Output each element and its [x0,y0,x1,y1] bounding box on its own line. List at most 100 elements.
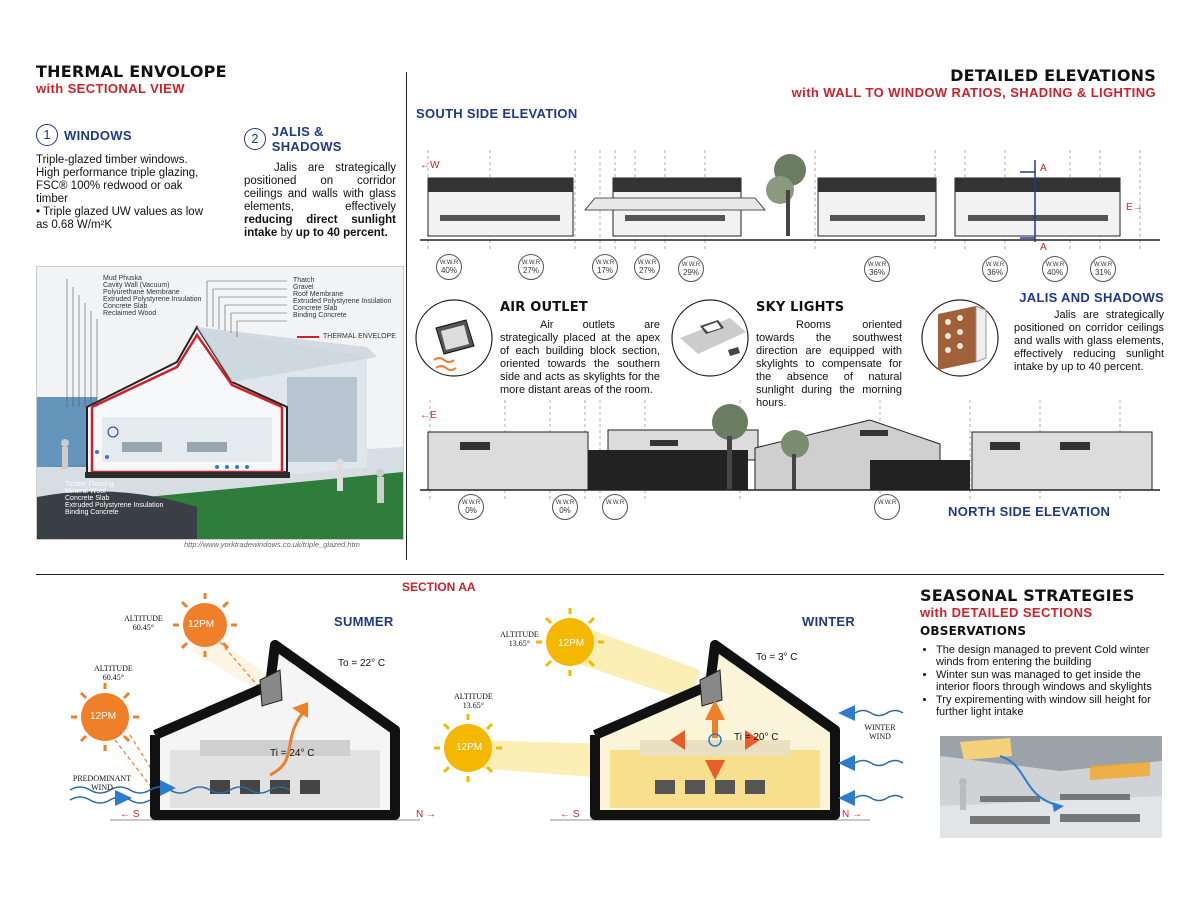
left-title: THERMAL ENVOLOPE [36,62,227,81]
windows-number: 1 [36,124,58,146]
jalis-title: JALIS & SHADOWS [271,124,342,154]
legend-top-left: Mud Phuska Cavity Wall (Vacuum) Polyuret… [103,275,202,317]
legend-bottom: Timber Flooring Mineral Wool Concrete Sl… [65,481,164,516]
winter-title: WINTER [802,614,856,629]
north-elevation-drawing [420,400,1160,500]
south-elevation-drawing [420,150,1160,250]
south-east-label: E→ [1126,202,1143,213]
observation-item: Try expirementing with window sill heigh… [936,694,1166,718]
section-aa-title: SECTION AA [402,580,476,594]
right-header: DETAILED ELEVATIONS with WALL TO WINDOW … [792,66,1156,100]
right-subtitle: with WALL TO WINDOW RATIOS, SHADING & LI… [791,85,1156,100]
summer-sun-low [71,683,139,751]
jalis-text: Jalis are strategically positioned on co… [244,162,396,239]
windows-text-1: Triple-glazed timber windows. [36,154,188,166]
section-a-top: A [1040,163,1047,174]
sky-lights-icon [671,299,749,377]
summer-sun-high-label: 12PM [188,619,215,630]
arrow-right-icon: → [852,809,863,820]
thermal-section-svg [37,267,403,539]
north-east-label: ←E [420,410,437,421]
wwr-north-4: W.W.R [874,494,900,520]
thermal-section-illustration: Mud Phuska Cavity Wall (Vacuum) Polyuret… [36,266,404,540]
summer-ti: Ti = 24° C [270,748,315,759]
jalis-shadows-title: JALIS AND SHADOWS [1019,290,1164,305]
vertical-divider [406,72,407,560]
interior-render [940,736,1162,838]
winter-sun-high-label: 12PM [558,638,585,649]
arrow-left-icon: ← [120,809,130,820]
winter-ti: Ti = 20° C [734,732,779,743]
winter-north: N → [842,809,863,820]
sky-lights-text: Rooms oriented towards the southwest dir… [756,319,902,409]
south-elevation-title: SOUTH SIDE ELEVATION [416,106,578,121]
jalis-number: 2 [244,128,266,150]
jalis-block: 2 JALIS & SHADOWS Jalis are strategicall… [244,124,396,240]
seasonal-header: SEASONAL STRATEGIES with DETAILED SECTIO… [920,586,1160,638]
north-elevation-title: NORTH SIDE ELEVATION [948,504,1111,519]
jalis-shadows-block: JALIS AND SHADOWS Jalis are strategicall… [1014,290,1164,374]
sky-lights-title: SKY LIGHTS [756,300,845,315]
summer-south: ← S [120,809,140,820]
observations-list: The design managed to prevent Cold winte… [920,644,1166,719]
thermal-envelope-legend: THERMAL ENVELOPE [323,333,396,340]
observations-title: OBSERVATIONS [920,624,1027,638]
summer-wind-label: PREDOMINANT WIND [72,774,132,792]
winter-sun-low-label: 12PM [456,742,483,753]
left-subtitle: with SECTIONAL VIEW [36,81,185,96]
arrow-left-icon: ← [420,410,430,421]
summer-sun-low-label: 12PM [90,711,117,722]
arrow-right-icon: → [426,809,437,820]
windows-text-2: High performance triple glazing, FSC® 10… [36,167,199,205]
air-outlet-icon [415,299,493,377]
windows-title: WINDOWS [64,127,132,143]
observation-item: Winter sun was managed to get inside the… [936,669,1166,693]
winter-section [434,608,904,821]
right-title: DETAILED ELEVATIONS [950,66,1156,85]
jalis-shadows-text: Jalis are strategically positioned on co… [1014,309,1164,373]
legend-right: Thatch Gravel Roof Membrane Extruded Pol… [293,277,392,319]
summer-north: N → [416,809,437,820]
seasonal-title: SEASONAL STRATEGIES [920,586,1135,605]
observation-item: The design managed to prevent Cold winte… [936,644,1166,668]
source-url[interactable]: http://www.yorktradewindows.co.uk/triple… [184,540,360,549]
left-header: THERMAL ENVOLOPE with SECTIONAL VIEW [36,62,227,96]
wwr-north-3: W.W.R [602,494,628,520]
air-outlet-title: AIR OUTLET [500,300,588,315]
winter-south: ← S [560,809,580,820]
summer-to: To = 22° C [338,658,386,669]
air-outlet-block: AIR OUTLET Air outlets are strategically… [500,300,660,397]
horizontal-divider [36,574,1164,575]
section-a-bottom: A [1040,242,1047,253]
jalis-icon [921,299,999,377]
air-outlet-text: Air outlets are strategically placed at … [500,319,660,396]
arrow-left-icon: ← [420,160,430,171]
windows-text-3: • Triple glazed UW values as low as 0.68… [36,206,204,231]
seasonal-subtitle: with DETAILED SECTIONS [920,605,1093,620]
winter-to: To = 3° C [756,652,798,663]
summer-section [69,593,420,821]
summer-sun-high [173,593,237,657]
arrow-right-icon: → [1132,202,1143,213]
arrow-left-icon: ← [560,809,570,820]
winter-wind-label: WINTER WIND [864,723,896,741]
sky-lights-block: SKY LIGHTS Rooms oriented towards the so… [756,300,902,410]
windows-block: 1 WINDOWS Triple-glazed timber windows. … [36,124,206,232]
south-west-label: ←W [420,160,440,171]
summer-title: SUMMER [334,614,394,629]
